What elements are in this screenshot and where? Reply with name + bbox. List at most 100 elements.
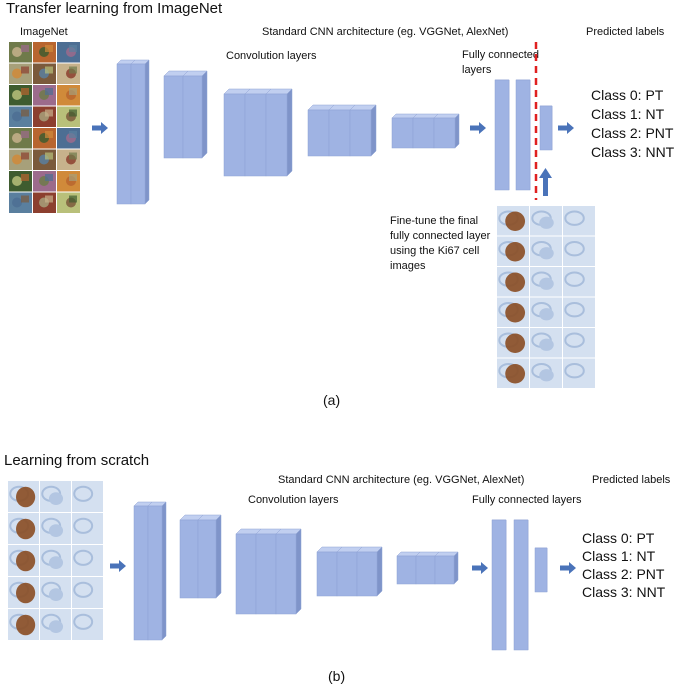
- panel-b-title: Learning from scratch: [4, 452, 150, 469]
- imagenet-thumbnail: [57, 63, 80, 84]
- ki67-cell-thumbnail: [497, 206, 529, 236]
- ki67-cell-thumbnail: [8, 609, 39, 640]
- panel-b-convolution-label: Convolution layers: [248, 494, 339, 506]
- panel-a-fc-label-line2: layers: [462, 64, 492, 76]
- panel-a-conv-block-3-slice-3: [265, 88, 293, 177]
- imagenet-thumbnail: [33, 85, 56, 106]
- panel-b-cnn-layers: [133, 501, 548, 651]
- imagenet-thumbnail: [9, 192, 32, 213]
- imagenet-thumbnail: [33, 149, 56, 170]
- ki67-cell-thumbnail: [497, 328, 529, 358]
- panel-a-output-label: Predicted labels: [586, 26, 665, 38]
- ki67-cell-thumbnail: [497, 267, 529, 297]
- ki67-cell-image-grid-b: [8, 481, 103, 640]
- ki67-cell-image-grid-a: [497, 206, 595, 388]
- panel-a-cnn-layers: [116, 59, 553, 205]
- imagenet-thumbnail: [57, 106, 80, 127]
- imagenet-thumbnail: [57, 149, 80, 170]
- imagenet-thumbnail: [9, 63, 32, 84]
- ki67-cell-thumbnail: [530, 297, 562, 327]
- panel-b-class-1: Class 1: NT: [582, 548, 656, 564]
- panel-b-conv-block-1-slice-2: [147, 501, 167, 641]
- panel-a-fc-layer-1: [494, 79, 510, 191]
- ki67-cell-thumbnail: [40, 513, 71, 544]
- ki67-cell-thumbnail: [40, 609, 71, 640]
- imagenet-thumbnail: [9, 128, 32, 149]
- panel-b-class-3: Class 3: NNT: [582, 584, 666, 600]
- panel-b-caption: (b): [328, 668, 346, 684]
- finetune-up-arrow: [539, 168, 552, 196]
- ki67-cell-thumbnail: [497, 358, 529, 388]
- imagenet-thumbnail: [33, 63, 56, 84]
- ki67-cell-thumbnail: [563, 358, 595, 388]
- panel-a-class-2: Class 2: PNT: [591, 125, 674, 141]
- panel-a-title: Transfer learning from ImageNet: [6, 0, 223, 17]
- ki67-cell-thumbnail: [563, 297, 595, 327]
- imagenet-thumbnail: [57, 192, 80, 213]
- panel-b-conv-block-5-slice-3: [434, 551, 459, 585]
- imagenet-thumbnail: [33, 128, 56, 149]
- panel-a-fc-layer-2: [515, 79, 531, 191]
- ki67-cell-thumbnail: [40, 481, 71, 512]
- imagenet-thumbnail: [57, 42, 80, 63]
- imagenet-thumbnail: [9, 171, 32, 192]
- imagenet-thumbnail: [57, 85, 80, 106]
- panel-a-class-0: Class 0: PT: [591, 87, 664, 103]
- ki67-cell-thumbnail: [530, 206, 562, 236]
- ki67-cell-thumbnail: [8, 481, 39, 512]
- panel-a-conv-block-1-slice-2: [130, 59, 150, 205]
- ki67-cell-thumbnail: [72, 481, 103, 512]
- panel-a-fc-output-layer: [539, 105, 553, 151]
- imagenet-to-cnn-arrow: [92, 122, 108, 134]
- ki67-cell-thumbnail: [72, 577, 103, 608]
- ki67-cell-thumbnail: [8, 513, 39, 544]
- imagenet-thumbnail: [33, 42, 56, 63]
- ki67-cell-thumbnail: [8, 577, 39, 608]
- panel-b-conv-block-4-slice-3: [356, 546, 383, 597]
- imagenet-thumbnail: [9, 106, 32, 127]
- imagenet-thumbnail: [57, 128, 80, 149]
- ki67-cell-thumbnail: [530, 236, 562, 266]
- ki67-cell-thumbnail: [497, 297, 529, 327]
- panel-b-fc-output-layer: [534, 547, 548, 593]
- ki67-cell-thumbnail: [72, 513, 103, 544]
- imagenet-thumbnail: [9, 149, 32, 170]
- ki67-cell-thumbnail: [563, 267, 595, 297]
- ki67-cell-thumbnail: [530, 267, 562, 297]
- panel-a-class-1: Class 1: NT: [591, 106, 665, 122]
- imagenet-thumbnail: [33, 192, 56, 213]
- panel-b-architecture-label: Standard CNN architecture (eg. VGGNet, A…: [278, 474, 525, 486]
- panel-a-architecture-label: Standard CNN architecture (eg. VGGNet, A…: [262, 26, 509, 38]
- panel-b-class-0: Class 0: PT: [582, 530, 655, 546]
- finetune-note: Fine-tune the final fully connected laye…: [390, 215, 491, 272]
- panel-a-convolution-label: Convolution layers: [226, 50, 317, 62]
- panel-b-fc-layer-2: [513, 519, 529, 651]
- ki67-cell-thumbnail: [563, 206, 595, 236]
- panel-b-fc-layer-1: [491, 519, 507, 651]
- panel-a-conv-block-4-slice-3: [349, 104, 377, 157]
- panel-a-conv-to-fc-arrow: [470, 122, 486, 134]
- panel-a-to-labels-arrow: [558, 122, 574, 134]
- panel-a-class-3: Class 3: NNT: [591, 144, 675, 160]
- panel-b-fc-label: Fully connected layers: [472, 494, 582, 506]
- cells-to-cnn-arrow: [110, 560, 126, 572]
- panel-a-conv-block-5-slice-3: [433, 113, 460, 149]
- panel-b-class-2: Class 2: PNT: [582, 566, 665, 582]
- imagenet-thumbnail: [9, 85, 32, 106]
- imagenet-thumbnail: [9, 42, 32, 63]
- ki67-cell-thumbnail: [563, 236, 595, 266]
- imagenet-thumbnail: [57, 171, 80, 192]
- panel-a-fc-label-line1: Fully connected: [462, 49, 540, 61]
- panel-b-conv-block-2-slice-2: [197, 514, 222, 599]
- imagenet-thumbnail: [33, 171, 56, 192]
- ki67-cell-thumbnail: [72, 609, 103, 640]
- panel-a-conv-block-2-slice-2: [182, 70, 208, 159]
- ki67-cell-thumbnail: [530, 328, 562, 358]
- ki67-cell-thumbnail: [72, 545, 103, 576]
- panel-b-conv-block-3-slice-3: [275, 528, 302, 615]
- ki67-cell-thumbnail: [8, 545, 39, 576]
- imagenet-thumbnail: [33, 106, 56, 127]
- panel-b-output-label: Predicted labels: [592, 474, 671, 486]
